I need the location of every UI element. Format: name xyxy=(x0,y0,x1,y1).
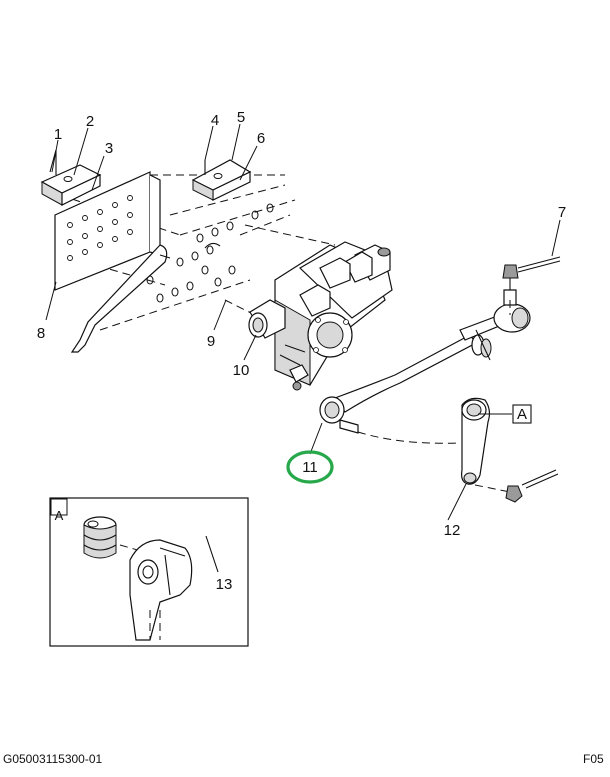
callout-11: 11 xyxy=(302,459,318,476)
detail-view-label: A xyxy=(55,508,64,523)
page-code: F05 xyxy=(583,752,604,766)
callout-9: 9 xyxy=(207,333,215,350)
pitman-arm xyxy=(357,397,559,503)
callout-8: 8 xyxy=(37,325,45,342)
drag-link xyxy=(319,256,561,434)
callout-13: 13 xyxy=(216,576,233,593)
clip-upper-middle xyxy=(191,159,252,201)
detail-reference-box: A xyxy=(512,404,532,424)
callout-11-highlight-ring xyxy=(286,450,334,484)
callout-3: 3 xyxy=(105,140,113,157)
callout-4: 4 xyxy=(211,112,219,129)
arm-end xyxy=(129,539,193,641)
callout-6: 6 xyxy=(257,130,265,147)
callout-2: 2 xyxy=(86,113,94,130)
steering-gear xyxy=(248,241,393,391)
callout-7: 7 xyxy=(558,204,566,221)
callout-10: 10 xyxy=(233,362,250,379)
callout-5: 5 xyxy=(237,109,245,126)
callout-1: 1 xyxy=(54,126,62,143)
detail-view-a xyxy=(49,497,249,647)
drawing-id: G05003115300-01 xyxy=(3,752,103,766)
bracket-plate xyxy=(54,171,171,353)
detail-reference-label: A xyxy=(517,406,527,423)
bushing xyxy=(83,516,117,559)
leader-lines xyxy=(45,123,561,521)
clip-upper-left xyxy=(40,149,102,206)
callout-numbers: 1 2 3 4 5 6 7 8 9 10 11 12 13 xyxy=(37,109,566,593)
callout-12: 12 xyxy=(444,522,461,539)
